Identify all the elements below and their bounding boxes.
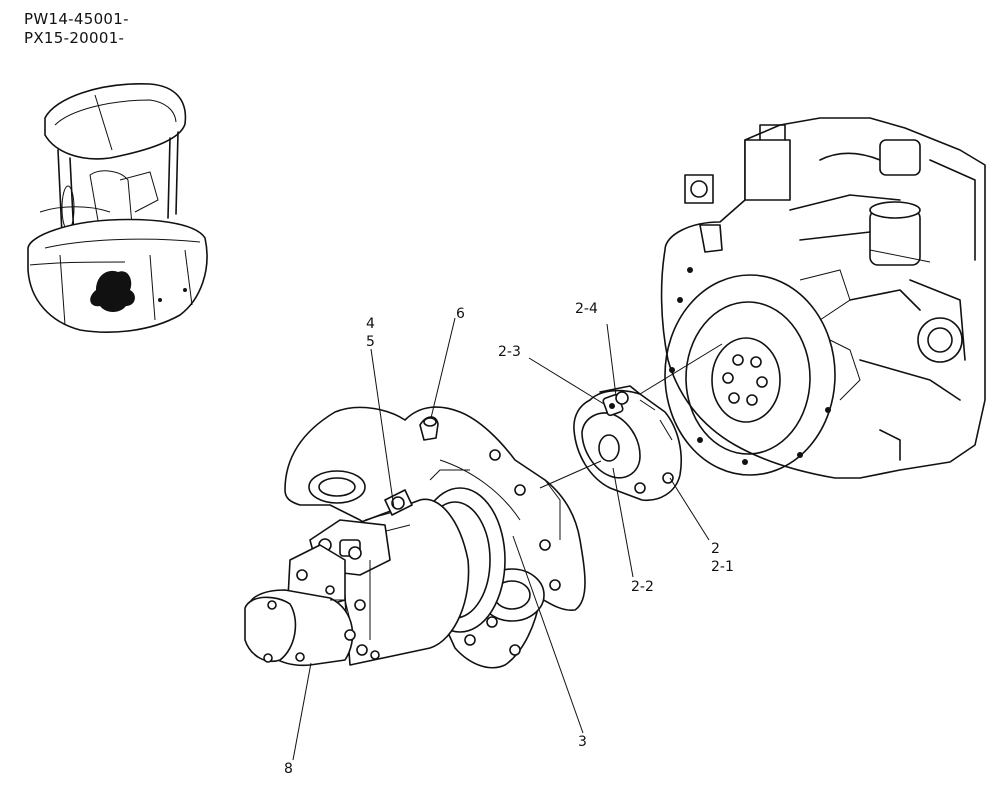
part-labels: 6 4 5 2-3 2-4 2 2-1 2-2 3 8 bbox=[284, 301, 734, 777]
hydraulic-pump-illustration bbox=[244, 487, 506, 667]
engine-illustration bbox=[660, 117, 986, 479]
part-label-6: 6 bbox=[456, 306, 465, 322]
part-label-2-4: 2-4 bbox=[575, 301, 598, 317]
serial-number-2: PX15-20001- bbox=[24, 29, 125, 47]
part-label-5: 5 bbox=[366, 334, 375, 350]
part-label-3: 3 bbox=[578, 734, 587, 750]
leader-lines bbox=[292, 317, 723, 761]
serial-number-1: PW14-45001- bbox=[24, 10, 129, 28]
coupling-illustration bbox=[573, 385, 683, 501]
part-label-2-3: 2-3 bbox=[498, 344, 521, 360]
serial-number-range: PW14-45001- PX15-20001- bbox=[24, 10, 129, 48]
part-label-4: 4 bbox=[366, 316, 375, 332]
part-label-2: 2 bbox=[711, 541, 720, 557]
machine-locator-thumbnail bbox=[27, 83, 208, 333]
part-label-2-2: 2-2 bbox=[631, 579, 654, 595]
part-label-2-1: 2-1 bbox=[711, 559, 734, 575]
part-label-8: 8 bbox=[284, 761, 293, 777]
